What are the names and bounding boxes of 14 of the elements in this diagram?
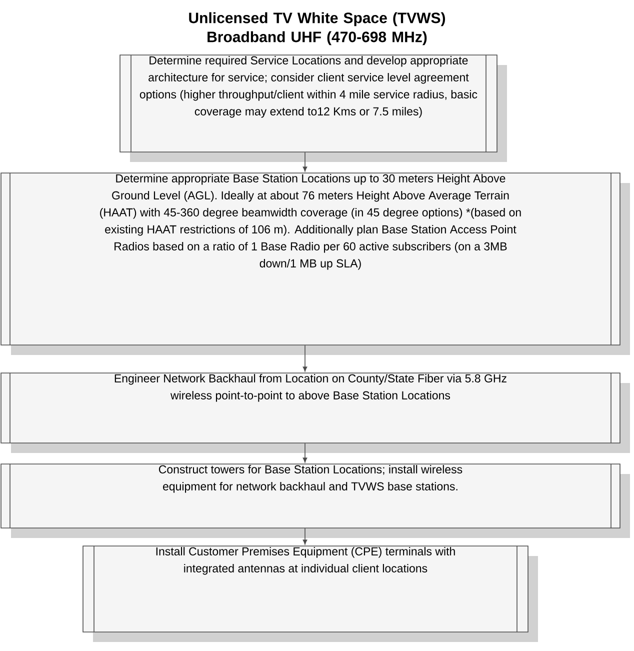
title: Unlicensed TV White Space (TVWS) Broadband UHF (470-698 MHz) xyxy=(189,12,446,46)
node-label: Construct towers for Base Station Locations; install wireless xyxy=(158,465,462,475)
process-box: Determine appropriate Base Station Locations up to 30 meters Height Above Ground Level (AGL). Ideally at about 76 meters Height Above Average Terrain (HAAT) with 45-360 degree beamwidth coverage (in 45 degree options) *(based on existing HAAT restrictions of 106 m). Additionally plan Base Station Access Point Radios based on a ratio of 1 Base Radio per 60 active subscribers (on a 3MB down/1 MB up SLA) xyxy=(0,172,630,355)
arrow xyxy=(302,443,308,462)
process-box: Determine required Service Locations and develop appropriate architecture for service; consider client service level agreement options (higher throughput/client within 4 mile service radius, basic coverage may extend to12 Kms or 7.5 miles) xyxy=(120,54,507,162)
node-label: Install Customer Premises Equipment (CPE) terminals with xyxy=(156,547,455,558)
process-box: Install Customer Premises Equipment (CPE) terminals with integrated antennas at individual client locations xyxy=(82,546,538,642)
arrow xyxy=(302,345,308,372)
process-box: Construct towers for Base Station Locations; install wireless equipment for network backhaul and TVWS base stations. xyxy=(0,464,630,538)
arrow xyxy=(302,528,308,544)
arrow xyxy=(302,152,308,172)
node-label: Engineer Network Backhaul from Location on County/State Fiber via 5.8 GHz xyxy=(114,374,506,385)
node-label: Determine appropriate Base Station Locations up to 30 meters Height Above xyxy=(116,174,506,185)
process-box: Engineer Network Backhaul from Location on County/State Fiber via 5.8 GHz wireless point-to-point to above Base Station Locations xyxy=(0,372,630,453)
